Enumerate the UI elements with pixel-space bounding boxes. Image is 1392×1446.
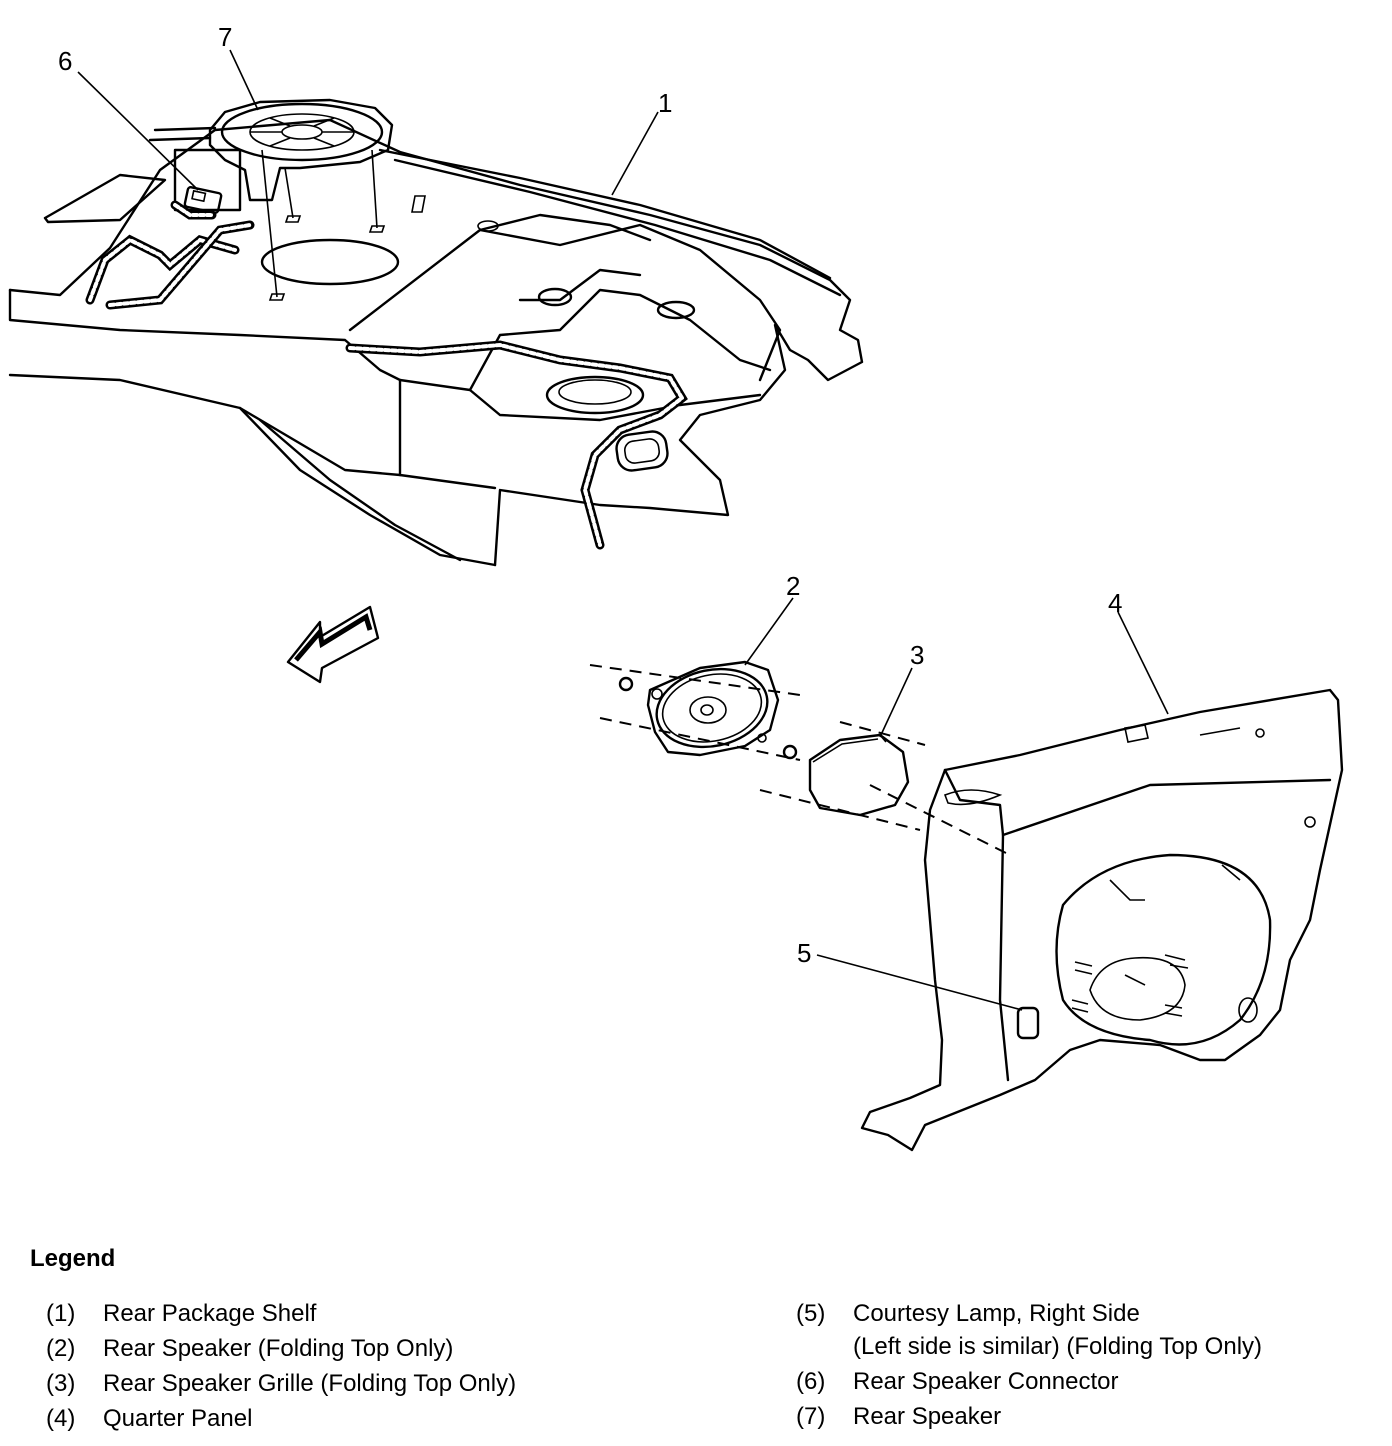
legend-item-sublabel: (Left side is similar) (Folding Top Only… xyxy=(853,1333,1263,1360)
rear-speaker-on-shelf xyxy=(148,98,394,202)
rear-package-shelf xyxy=(8,118,864,567)
legend-item-number: (1) xyxy=(46,1300,76,1327)
legend-left-column: (1) Rear Package Shelf (2) Rear Speaker … xyxy=(46,1296,516,1436)
legend-item-label-group: Courtesy Lamp, Right Side (Left side is … xyxy=(853,1296,1262,1364)
legend-item: (5) Courtesy Lamp, Right Side (Left side… xyxy=(796,1296,1262,1364)
callout-2: 2 xyxy=(786,571,800,601)
rear-speaker xyxy=(618,660,780,757)
legend-title: Legend xyxy=(30,1245,116,1272)
legend-item-number: (3) xyxy=(46,1370,76,1397)
legend-item-label: Rear Speaker xyxy=(853,1403,1002,1430)
callout-7: 7 xyxy=(218,22,232,52)
callout-3: 3 xyxy=(910,640,924,670)
legend-item-label: Rear Package Shelf xyxy=(103,1300,317,1327)
front-direction-arrow-icon xyxy=(286,605,380,684)
legend-item-number: (6) xyxy=(796,1368,826,1395)
legend-item: (3) Rear Speaker Grille (Folding Top Onl… xyxy=(46,1366,516,1401)
wire-harness xyxy=(85,200,688,550)
legend-item-label: Courtesy Lamp, Right Side xyxy=(853,1300,1140,1327)
callout-6: 6 xyxy=(58,46,72,76)
legend-item-number: (4) xyxy=(46,1405,76,1432)
legend-item: (4) Quarter Panel xyxy=(46,1401,516,1436)
callout-5: 5 xyxy=(797,938,811,968)
legend-item: (2) Rear Speaker (Folding Top Only) xyxy=(46,1331,516,1366)
callout-4: 4 xyxy=(1108,588,1122,618)
quarter-panel xyxy=(860,688,1344,1152)
legend-item-number: (2) xyxy=(46,1335,76,1362)
callout-1: 1 xyxy=(658,88,672,118)
rear-speaker-grille xyxy=(782,733,910,817)
legend-item: (1) Rear Package Shelf xyxy=(46,1296,516,1331)
exploded-view-diagram: 1 2 3 4 5 6 7 xyxy=(8,22,1344,1152)
leader-lines xyxy=(77,49,1169,1011)
legend-item: (7) Rear Speaker xyxy=(796,1399,1262,1434)
legend-item-number: (7) xyxy=(796,1403,826,1430)
legend-item-label: Rear Speaker (Folding Top Only) xyxy=(103,1335,454,1362)
legend-right-column: (5) Courtesy Lamp, Right Side (Left side… xyxy=(796,1296,1262,1434)
legend-item: (6) Rear Speaker Connector xyxy=(796,1364,1262,1399)
legend-item-label: Quarter Panel xyxy=(103,1405,253,1432)
courtesy-lamp xyxy=(1016,1006,1040,1040)
legend-item-label: Rear Speaker Grille (Folding Top Only) xyxy=(103,1370,517,1397)
legend-item-label: Rear Speaker Connector xyxy=(853,1368,1119,1395)
rear-speaker-connector xyxy=(183,186,223,214)
legend-item-number: (5) xyxy=(796,1300,826,1327)
